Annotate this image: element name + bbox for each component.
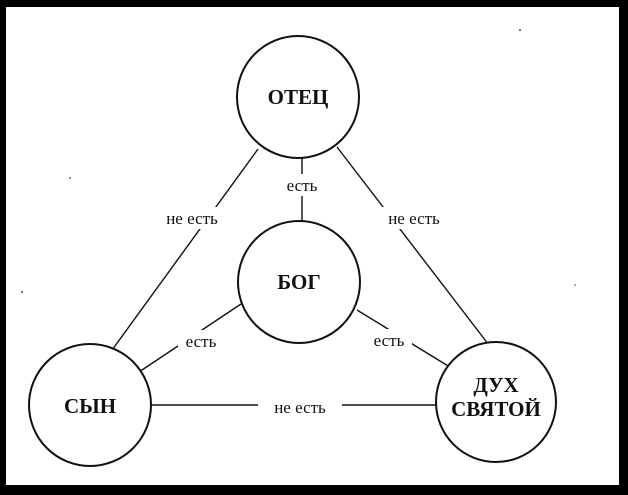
edge-father-spirit-line xyxy=(336,146,493,350)
edge-father-spirit-label: не есть xyxy=(388,209,440,228)
edge-son-god-label-bg xyxy=(178,330,224,352)
edge-son-spirit-label-bg xyxy=(258,396,342,418)
node-father-circle xyxy=(236,35,360,159)
node-spirit-label-line2: СВЯТОЙ xyxy=(451,397,541,421)
edge-son-god-label: есть xyxy=(186,332,217,351)
scan-speck xyxy=(69,177,71,179)
scan-speck xyxy=(574,284,576,286)
node-spirit-circle xyxy=(435,341,557,463)
edge-father-son-line xyxy=(106,148,259,358)
edge-father-god-label-bg xyxy=(277,174,327,196)
edge-son-spirit-label: не есть xyxy=(274,398,326,417)
node-father-label: ОТЕЦ xyxy=(268,85,329,109)
node-god-label: БОГ xyxy=(277,270,320,294)
edge-father-son-label: не есть xyxy=(166,209,218,228)
edge-father-son-label-bg xyxy=(156,207,228,229)
edge-father-spirit-label-bg xyxy=(378,207,450,229)
scan-speck xyxy=(519,29,521,31)
node-god-circle xyxy=(237,220,361,344)
node-spirit-label-line1: ДУХ xyxy=(473,373,518,397)
edge-spirit-god-label-bg xyxy=(366,329,412,351)
edge-spirit-god-label: есть xyxy=(374,331,405,350)
node-son-label: СЫН xyxy=(64,394,116,418)
node-son-circle xyxy=(28,343,152,467)
edge-father-god-label: есть xyxy=(287,176,318,195)
scan-speck xyxy=(21,291,23,293)
